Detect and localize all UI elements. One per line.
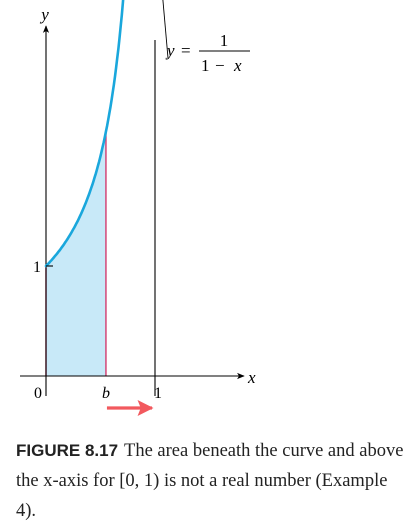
- x-axis-label: x: [247, 368, 256, 387]
- equation-denominator-const: 1: [201, 56, 210, 75]
- equation-numerator: 1: [220, 31, 229, 50]
- x-tick-label-0: 0: [34, 385, 42, 402]
- x-tick-label-b: b: [102, 385, 110, 402]
- equation-denominator-var: x: [233, 56, 242, 75]
- equation-leader-line: [162, 0, 169, 59]
- equation-equals: =: [181, 41, 191, 60]
- y-tick-label-1: 1: [33, 259, 41, 276]
- y-axis-label: y: [39, 5, 49, 24]
- figure-label: FIGURE 8.17: [16, 441, 119, 460]
- figure-chart: y x 0 1 b 1 y = 1 1 − x: [20, 0, 256, 416]
- equation-label: y = 1 1 − x: [165, 31, 250, 75]
- x-tick-label-1: 1: [154, 385, 162, 402]
- caption-text: The area beneath the curve and above the…: [16, 441, 404, 521]
- equation-denominator-op: −: [215, 56, 225, 75]
- curve-one-over-one-minus-x: [44, 0, 125, 268]
- shaded-area: [46, 131, 106, 376]
- equation-lhs: y: [165, 41, 175, 60]
